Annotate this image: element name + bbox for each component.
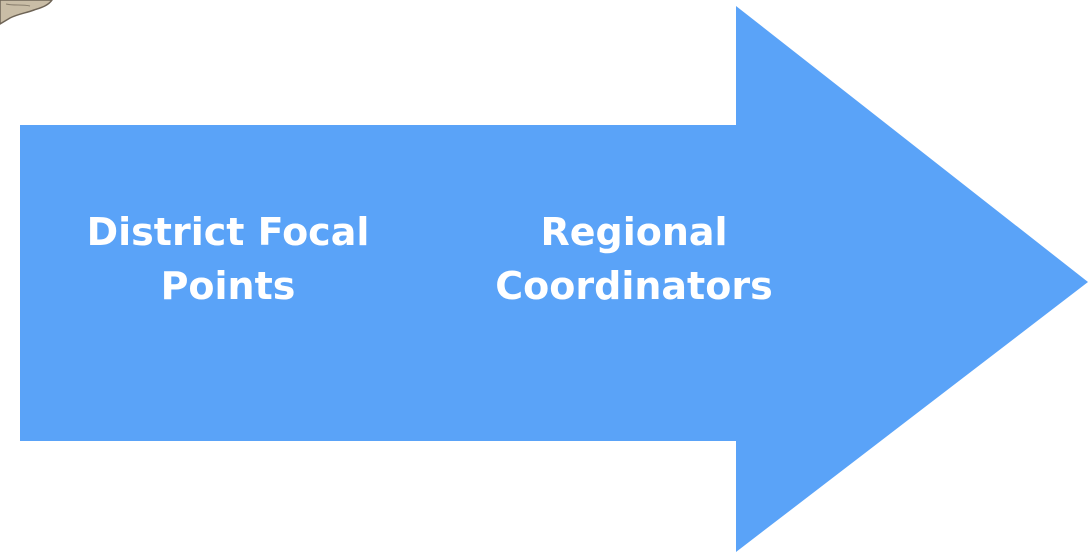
step-label-district-focal-points: District Focal Points (86, 210, 370, 308)
arrow-shape (20, 6, 1088, 552)
corner-illustration (0, 0, 53, 25)
step-label-regional-coordinators: Regional Coordinators (495, 210, 773, 308)
